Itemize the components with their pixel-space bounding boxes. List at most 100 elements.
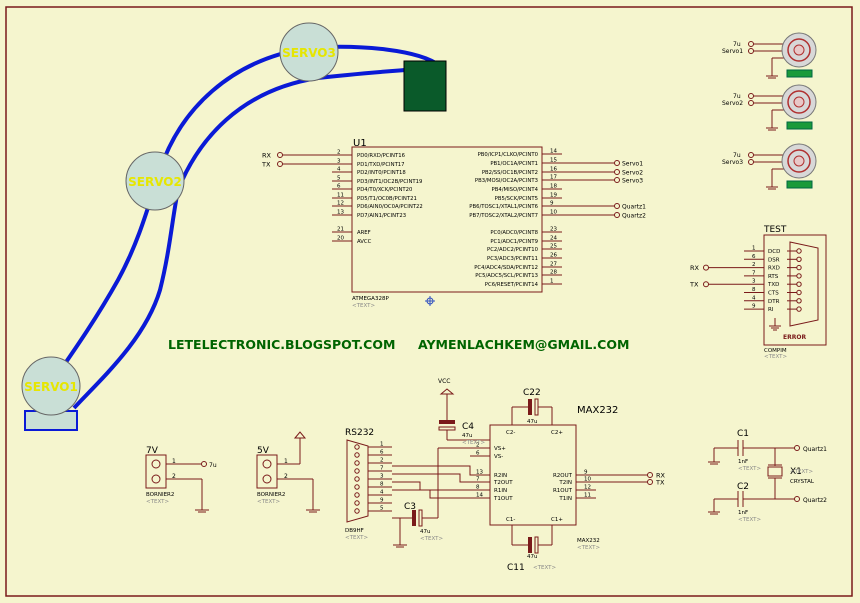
servo-power-net: 7u: [733, 93, 741, 100]
mcu-pin-name: PC3/ADC3/PCINT11: [487, 256, 538, 262]
mcu-net-terminal: [614, 177, 620, 183]
servo-motor-indicator: [786, 121, 813, 130]
rs232-part-name: DB9HF: [345, 528, 364, 534]
max232-net-terminal: [647, 472, 653, 478]
terminal-5v-part: BORNIER2: [257, 492, 285, 498]
robot-arm-drawing: SERVO3 SERVO2 SERVO1: [21, 22, 447, 431]
compim-pin-number: 9: [752, 304, 756, 310]
max232-c1-plus: C1+: [551, 517, 563, 523]
rs232-pin-number: 5: [380, 506, 384, 512]
max232-pin-name: R1IN: [494, 488, 507, 494]
c3-value: 47u: [420, 529, 430, 535]
servo-motor-indicator: [786, 180, 813, 189]
max232-pin-name: T1OUT: [493, 496, 513, 502]
mcu-pin-number: 13: [337, 210, 344, 216]
rs232-socket: [354, 460, 360, 466]
compim-pin-name: RI: [768, 307, 774, 313]
c1-ref: C1: [737, 429, 749, 439]
capacitor-c11: 47u C11 <TEXT>: [507, 525, 556, 573]
mcu-pin-name: PB1/OC1A/PCINT1: [490, 161, 538, 167]
mcu-pin-number: 27: [550, 262, 557, 268]
rs232-socket: [354, 500, 360, 506]
rs232-socket: [354, 468, 360, 474]
mcu-net-label: RX: [262, 152, 272, 160]
c2-ref: C2: [737, 482, 749, 492]
microcontroller-u1: U1 2PD0/RXD/PCINT163PD1/TXD/PCINT174PD2/…: [261, 138, 646, 309]
mcu-pin-number: 3: [337, 159, 341, 165]
compim-net-label: RX: [690, 264, 700, 272]
rs232-socket: [354, 492, 360, 498]
mcu-pin-number: 6: [337, 184, 341, 190]
max232-pin-name: R2OUT: [553, 473, 573, 479]
mcu-pin-name: PD4/T0/XCK/PCINT20: [357, 187, 413, 193]
max232-pin-number: 10: [584, 477, 591, 483]
rs232-socket: [354, 476, 360, 482]
c22-value: 47u: [527, 419, 537, 425]
mcu-pin-number: 9: [550, 201, 554, 207]
compim-pin-name: TXD: [767, 282, 779, 288]
rs232-shell: [346, 439, 369, 523]
crystal-part: CRYSTAL: [790, 479, 815, 485]
vcc-label: VCC: [438, 378, 450, 385]
terminal-7v-text-tag: <TEXT>: [146, 499, 169, 505]
mcu-pin-name: PB6/TOSC1/XTAL1/PCINT6: [469, 204, 538, 210]
servo-power-net: 7u: [733, 152, 741, 159]
mcu-pin-number: 19: [550, 193, 557, 199]
max232-net-label: TX: [655, 479, 665, 487]
c11-text-tag: <TEXT>: [533, 565, 556, 571]
mcu-text-tag: <TEXT>: [352, 303, 375, 309]
svg-text:2: 2: [172, 473, 176, 480]
mcu-pin-number: 5: [337, 176, 341, 182]
max232-text-tag: <TEXT>: [577, 545, 600, 551]
max232-pin-number: 11: [584, 493, 591, 499]
terminal-7v: 7V 12 7u BORNIER2 <TEXT>: [145, 446, 217, 513]
max232-net-terminal: [647, 479, 653, 485]
mcu-pin-number: 12: [337, 201, 344, 207]
rs232-pin-number: 6: [380, 450, 384, 456]
banner-blog: LETELECTRONIC.BLOGSPOT.COM: [168, 337, 395, 352]
mcu-pin-name: PC1/ADC1/PCINT9: [490, 239, 538, 245]
mcu-pin-name: PD5/T1/OC0B/PCINT21: [357, 196, 417, 202]
compim-net-terminal: [703, 264, 709, 271]
mcu-pin-number: 10: [550, 210, 557, 216]
compim-pin-number: 6: [752, 254, 756, 260]
max232-ref: MAX232: [577, 405, 618, 416]
mcu-pin-number: 24: [550, 236, 557, 242]
svg-text:1: 1: [284, 458, 288, 465]
crystal-ref: X1: [790, 467, 802, 477]
compim-pin-name: RTS: [768, 274, 779, 280]
mcu-pin-name: PC0/ADC0/PCINT8: [490, 230, 538, 236]
rs232-pin-number: 1: [380, 442, 384, 448]
max232-c2-plus: C2+: [551, 430, 563, 436]
crystal-text-tag: <TEXT>: [790, 469, 813, 475]
rs232-ref: RS232: [345, 428, 374, 438]
compim-pin-name: RXD: [768, 266, 780, 272]
compim-net-label: TX: [689, 281, 699, 289]
max232-pin-name: R1OUT: [553, 488, 573, 494]
mcu-pin-name: PC6/RESET/PCINT14: [485, 282, 539, 288]
terminal-5v-ref: 5V: [257, 446, 270, 456]
mcu-pin-number: 14: [550, 149, 557, 155]
max232-pin-name: R2IN: [494, 473, 507, 479]
max232-pin-name: T2OUT: [493, 480, 513, 486]
capacitor-c3: C3 47u <TEXT>: [392, 447, 490, 548]
quartz2-net: Quartz2: [803, 497, 827, 504]
mcu-part-name: ATMEGA328P: [352, 296, 389, 302]
mcu-pin-number: 28: [550, 270, 557, 276]
terminal-7v-net: 7u: [209, 462, 217, 469]
mcu-pin-name: PB7/TOSC2/XTAL2/PCINT7: [469, 213, 538, 219]
c22-ref: C22: [523, 388, 541, 398]
c4-text-tag: <TEXT>: [462, 440, 485, 446]
max232-driver: MAX232 2VS+6VS-13R2IN7T2OUT8R1IN14T1OUT …: [470, 405, 666, 551]
max232-pin-number: 9: [584, 470, 588, 476]
mcu-pin-name: PD2/INT0/PCINT18: [357, 170, 406, 176]
servo-signal-net: Servo3: [722, 159, 743, 166]
c2-value: 1nF: [738, 510, 748, 516]
banner-email: AYMENLACHKEM@GMAIL.COM: [418, 337, 629, 352]
mcu-pin-name: PC4/ADC4/SDA/PCINT12: [474, 265, 538, 271]
mcu-pin-name: PC5/ADC5/SCL/PCINT13: [475, 273, 538, 279]
